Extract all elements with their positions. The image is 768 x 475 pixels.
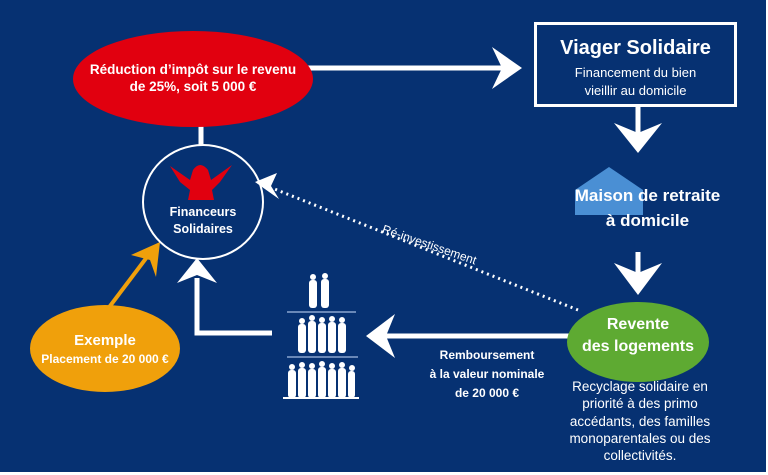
revente-desc-line: accédants, des familles (569, 413, 711, 429)
viager-box (534, 22, 737, 107)
house-icon (575, 167, 643, 215)
people-pyramid-icon (283, 273, 359, 399)
revente-label: Revente des logements (567, 314, 709, 357)
revente-description: Recyclage solidaire en priorité à des pr… (560, 378, 720, 464)
revente-line2: des logements (581, 337, 695, 355)
financeurs-label: Financeurs Solidaires (142, 204, 264, 238)
viager-sub-line1: Financement du bien (574, 65, 697, 80)
tax-reduction-label: Réduction d’impôt sur le revenu de 25%, … (73, 62, 313, 96)
arrow-tax-to-viager-head (492, 47, 522, 89)
revente-line1: Revente (606, 316, 670, 333)
reinvest-dotted-line (271, 186, 579, 312)
revente-desc-line: collectivités. (603, 448, 677, 464)
maison-label: Maison de retraite à domicile (540, 184, 755, 233)
maison-line2: à domicile (605, 210, 690, 230)
remboursement-label: Remboursement à la valeur nominale de 20… (412, 346, 562, 404)
maison-line1: Maison de retraite (574, 186, 721, 205)
arrow-remboursement-head (366, 314, 395, 358)
arrow-viager-to-maison-head (614, 123, 662, 153)
financeurs-circle (142, 144, 264, 260)
revente-desc-line: Recyclage solidaire en (572, 379, 708, 394)
remboursement-line2: à la valeur nominale (429, 367, 545, 382)
viager-title: Viager Solidaire (560, 37, 711, 59)
viager-sub-line2: vieillir au domicile (584, 83, 687, 99)
line-generations-to-financeurs (194, 278, 272, 336)
tax-reduction-line2: de 25%, soit 5 000 € (129, 78, 257, 94)
remboursement-line1: Remboursement (439, 348, 535, 362)
revente-ellipse (567, 302, 709, 382)
arrow-generations-to-financeurs-head (177, 258, 217, 283)
remboursement-line3: de 20 000 € (454, 386, 520, 401)
revente-desc-line: priorité à des primo (582, 396, 698, 412)
arrow-maison-to-revente-head (614, 263, 662, 295)
viager-subtitle: Financement du bien vieillir au domicile (534, 64, 737, 100)
revente-desc-line: monoparentales ou des (569, 430, 711, 446)
tax-reduction-line1: Réduction d’impôt sur le revenu (89, 62, 297, 77)
arrow-exemple-head (131, 242, 160, 277)
financeurs-line2: Solidaires (173, 221, 233, 236)
exemple-ellipse (30, 305, 180, 392)
exemple-subtitle: Placement de 20 000 € (41, 352, 169, 366)
tax-reduction-ellipse (73, 31, 313, 127)
financeurs-line1: Financeurs (169, 205, 237, 219)
reinvest-arrow-head (255, 173, 279, 199)
exemple-title: Exemple (74, 332, 136, 349)
